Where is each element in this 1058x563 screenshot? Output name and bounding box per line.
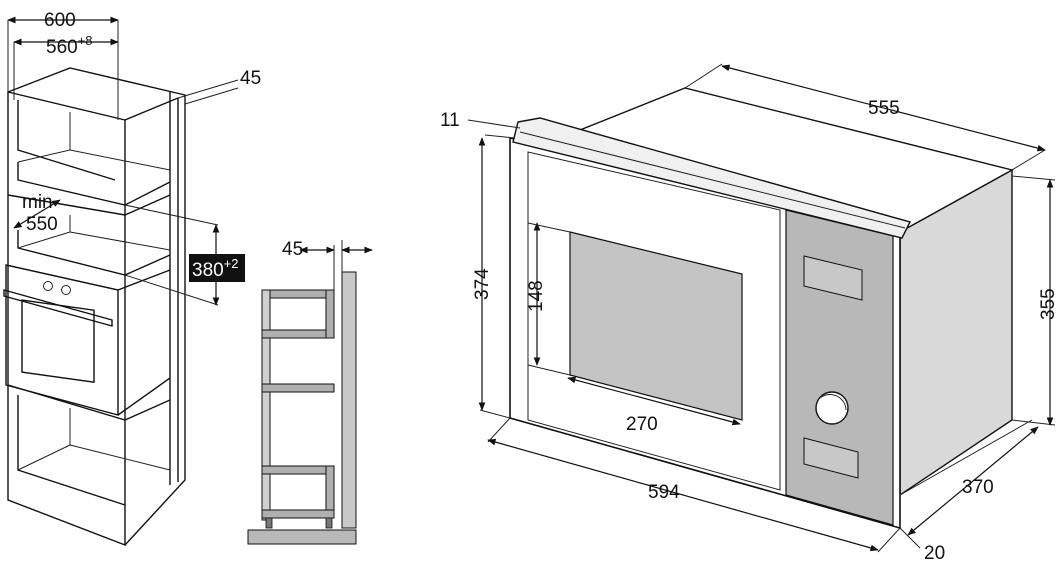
dim-window-width: 270 [626, 414, 658, 435]
dim-window-height: 148 [526, 280, 547, 312]
dim-niche-height: 380+2 [192, 256, 239, 281]
dim-front-width: 594 [648, 482, 680, 503]
dim-body-height: 355 [1038, 288, 1058, 320]
side-section [247, 240, 373, 545]
dim-cabinet-width: 600 [44, 10, 76, 31]
microwave [467, 63, 1056, 553]
dim-min-value: 550 [26, 214, 58, 235]
tall-cabinet [3, 16, 245, 547]
dim-appliance-depth: 555 [868, 98, 900, 119]
dim-front-height: 374 [472, 268, 493, 300]
dim-side-offset: 45 [282, 239, 303, 260]
dim-min-label: min [22, 192, 53, 213]
dim-top-trim: 11 [440, 110, 460, 131]
control-knob [815, 391, 849, 425]
dim-panel-depth: 45 [240, 68, 261, 89]
dim-niche-width: 560+8 [46, 33, 93, 58]
dim-bottom-offset: 20 [924, 543, 945, 563]
dim-body-width: 370 [962, 477, 994, 498]
niche-height-label-box [189, 254, 245, 282]
